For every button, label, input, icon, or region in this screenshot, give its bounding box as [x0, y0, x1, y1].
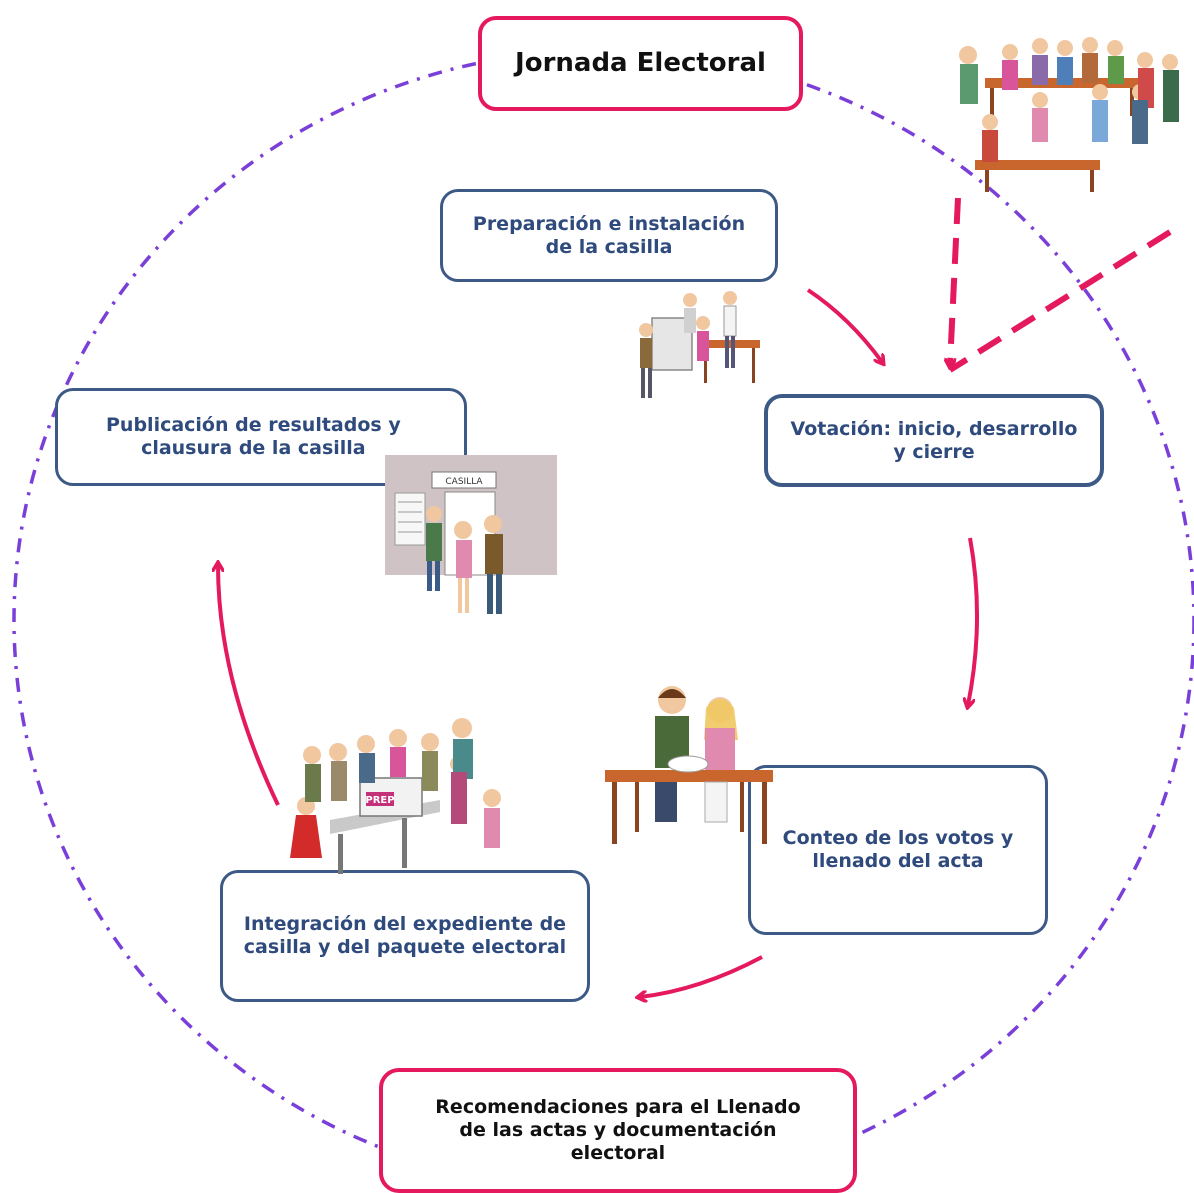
step-label: Preparación e instalación de la casilla: [472, 212, 746, 258]
title-box: Jornada Electoral: [478, 16, 803, 111]
arrow-count-to-integration: [640, 955, 763, 997]
step-voting: Votación: inicio, desarrollo y cierre: [764, 394, 1104, 487]
step-label: Integración del expediente de casilla y …: [243, 913, 567, 958]
dashed-arrow-diagonal: [948, 229, 1172, 373]
step-preparation: Preparación e instalación de la casilla: [440, 189, 778, 282]
arrow-prep-to-voting: [806, 288, 882, 362]
step-counting: Conteo de los votos y llenado del acta: [748, 765, 1048, 935]
diagram-title: Jornada Electoral: [515, 47, 766, 78]
step-label: Votación: inicio, desarrollo y cierre: [790, 417, 1078, 463]
recommendations-label: Recomendaciones para el Llenado de las a…: [435, 1096, 801, 1164]
step-integration: Integración del expediente de casilla y …: [220, 870, 590, 1002]
step-publication: Publicación de resultados y clausura de …: [55, 388, 467, 486]
recommendations-box: Recomendaciones para el Llenado de las a…: [379, 1068, 857, 1193]
dashed-arrow-crowd-down: [950, 197, 961, 365]
step-label: Publicación de resultados y clausura de …: [106, 414, 401, 459]
arrow-integration-to-publication: [218, 565, 280, 806]
step-label: Conteo de los votos y llenado del acta: [782, 827, 1014, 872]
arrow-voting-to-count: [968, 537, 979, 705]
